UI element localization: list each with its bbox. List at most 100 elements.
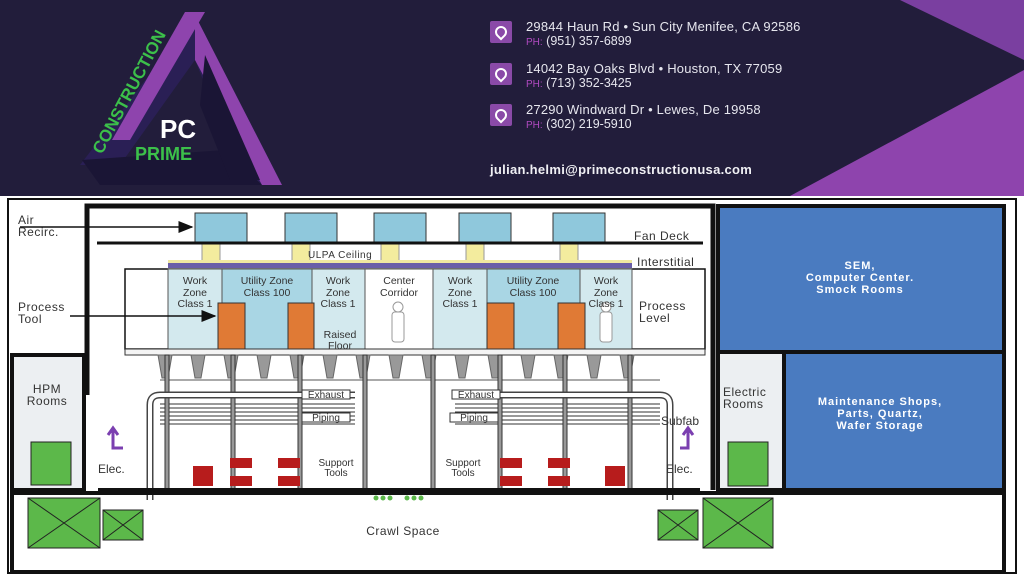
column	[362, 354, 368, 491]
pipe-dot	[387, 495, 393, 501]
building-wall	[84, 203, 716, 490]
cone	[256, 354, 272, 379]
svg-text:Support: Support	[445, 458, 480, 469]
fab-cross-section-diagram: SEM, Computer Center. Smock Rooms Mainte…	[7, 198, 1017, 574]
svg-text:Zone: Zone	[594, 287, 618, 299]
svg-text:Zone: Zone	[326, 287, 350, 299]
exhaust-label: Exhaust	[308, 390, 344, 401]
fan-units	[194, 212, 606, 264]
svg-text:Work: Work	[448, 275, 473, 287]
column	[297, 354, 303, 491]
svg-text:Raised: Raised	[324, 329, 357, 341]
address: 14042 Bay Oaks Blvd • Houston, TX 77059	[526, 61, 783, 76]
sem-label: Smock Rooms	[816, 284, 903, 296]
svg-text:Utility Zone: Utility Zone	[241, 275, 294, 287]
location-pin-icon	[490, 21, 512, 43]
sem-block	[716, 204, 1006, 354]
air-recirc-label: Air	[18, 213, 34, 227]
process-level-label: Process	[639, 299, 686, 313]
pipe-dot	[373, 495, 379, 501]
svg-text:Class 100: Class 100	[510, 287, 557, 299]
work-zone	[167, 268, 223, 350]
up-arrow-icon	[106, 425, 695, 450]
header-background: CONSTRUCTION PC PRIME	[80, 0, 1024, 196]
phone-link[interactable]: (302) 219-5910	[546, 117, 632, 131]
email-link[interactable]: julian.helmi@primeconstructionusa.com	[490, 162, 753, 177]
elec-label: Elec.	[98, 462, 125, 476]
column	[627, 354, 633, 491]
contact-item: 29844 Haun Rd • Sun City Menifee, CA 925…	[490, 19, 801, 48]
sem-label: SEM,	[845, 260, 876, 272]
crawl-space-label: Crawl Space	[366, 524, 440, 538]
process-tool-label: Tool	[18, 312, 42, 326]
cone	[586, 354, 602, 379]
location-pin-icon	[490, 104, 512, 126]
svg-text:Work: Work	[326, 275, 351, 287]
equipment-box	[30, 441, 72, 486]
phone-label: PH:	[526, 79, 543, 90]
maintenance-block	[782, 350, 1006, 492]
svg-text:Class 100: Class 100	[244, 287, 291, 299]
logo-monogram: PC	[160, 114, 196, 144]
piping-label: Piping	[312, 413, 340, 424]
location-pin-icon	[490, 63, 512, 85]
svg-text:Tools: Tools	[451, 468, 474, 479]
phone-label: PH:	[526, 37, 543, 48]
subfab-label: Subfab	[661, 414, 699, 428]
phone-label: PH:	[526, 120, 543, 131]
svg-text:Tools: Tools	[324, 468, 347, 479]
logo: CONSTRUCTION PC PRIME	[80, 12, 282, 185]
cone	[322, 354, 338, 379]
svg-text:Class 1: Class 1	[177, 298, 212, 310]
hpm-rooms-label: Rooms	[27, 394, 68, 408]
maintenance-label: Wafer Storage	[836, 420, 923, 432]
process-level-label: Level	[639, 311, 670, 325]
pipe-dot	[411, 495, 417, 501]
electric-rooms-label: Rooms	[723, 397, 764, 411]
svg-text:Work: Work	[183, 275, 208, 287]
svg-text:Support: Support	[318, 458, 353, 469]
column	[497, 354, 503, 491]
ulpa-ceiling	[168, 263, 632, 268]
pipe-dot	[404, 495, 410, 501]
process-tool-label: Process	[18, 300, 65, 314]
cone	[454, 354, 470, 379]
piping	[160, 354, 660, 491]
column	[430, 354, 436, 491]
electric-rooms-label: Electric	[723, 385, 766, 399]
svg-text:Work: Work	[594, 275, 619, 287]
phone-link[interactable]: (951) 357-6899	[546, 34, 632, 48]
corner-accent-shape	[790, 70, 1024, 196]
address: 29844 Haun Rd • Sun City Menifee, CA 925…	[526, 19, 801, 34]
svg-text:Zone: Zone	[448, 287, 472, 299]
address: 27290 Windward Dr • Lewes, De 19958	[526, 102, 761, 117]
header: CONSTRUCTION PC PRIME 29844 Haun Rd • Su…	[0, 0, 1024, 196]
svg-text:Class 1: Class 1	[442, 298, 477, 310]
phone-link[interactable]: (713) 352-3425	[546, 76, 632, 90]
cone	[190, 354, 206, 379]
sem-label: Computer Center.	[806, 272, 914, 284]
svg-text:Utility Zone: Utility Zone	[507, 275, 560, 287]
pipe-dot	[418, 495, 424, 501]
contact-item: 14042 Bay Oaks Blvd • Houston, TX 77059 …	[490, 61, 782, 90]
column	[230, 354, 236, 491]
cone	[388, 354, 404, 379]
maintenance-label: Maintenance Shops,	[818, 396, 942, 408]
interstitial-label: Interstitial	[637, 255, 694, 269]
exhaust-label: Exhaust	[458, 390, 494, 401]
cleanroom-worker-figure	[391, 301, 613, 343]
equipment-box	[727, 441, 769, 487]
column	[164, 354, 170, 491]
logo-prime-text: PRIME	[135, 144, 192, 164]
elec-label: Elec.	[666, 462, 693, 476]
hpm-rooms-label: HPM	[33, 382, 61, 396]
air-recirc-label: Recirc.	[18, 225, 59, 239]
piping-label: Piping	[460, 413, 488, 424]
svg-text:Zone: Zone	[183, 287, 207, 299]
cone	[520, 354, 536, 379]
maintenance-label: Parts, Quartz,	[837, 408, 923, 420]
svg-text:Center: Center	[383, 275, 415, 287]
support-tools	[193, 458, 625, 486]
svg-text:Class 1: Class 1	[588, 298, 623, 310]
pipe-dot	[380, 495, 386, 501]
